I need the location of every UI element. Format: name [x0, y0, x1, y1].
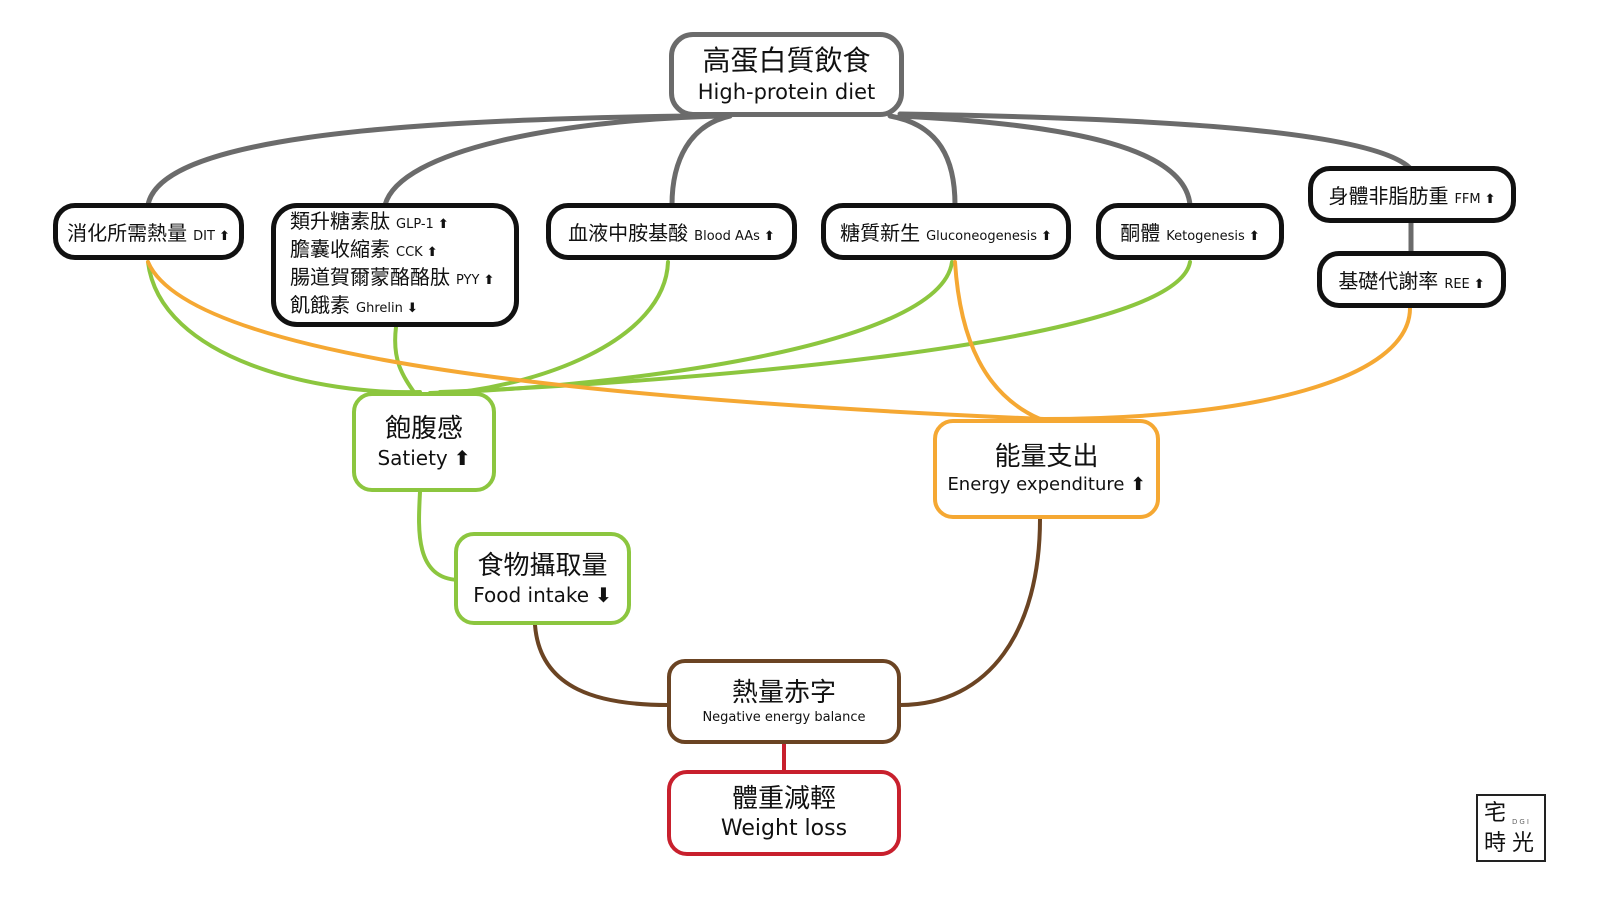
- node-high-protein-diet-zh: 高蛋白質飲食: [702, 43, 871, 77]
- hormone-en: PYY: [456, 273, 480, 288]
- link-gluco-energy: [953, 260, 1042, 421]
- ree-arrow-icon: ⬆: [1473, 277, 1485, 292]
- logo-char: 光: [1512, 831, 1535, 856]
- link-food-balance: [533, 623, 670, 707]
- logo-dgi: DGI: [1512, 818, 1531, 826]
- node-negative-energy-balance: 熱量赤字 Negative energy balance: [667, 659, 901, 744]
- food-en: Food intake: [473, 582, 590, 607]
- gluco-en: Gluconeogenesis: [926, 229, 1037, 244]
- satiety-en: Satiety: [377, 446, 448, 470]
- blood-aas-zh: 血液中胺基酸: [568, 221, 689, 245]
- arrow-up-icon: ⬆: [483, 273, 495, 288]
- logo-char: 時: [1484, 831, 1507, 856]
- gluco-arrow-icon: ⬆: [1040, 229, 1052, 244]
- weightloss-zh: 體重減輕: [731, 784, 836, 814]
- ffm-zh: 身體非脂肪重: [1328, 184, 1449, 208]
- energy-arrow-icon: ⬆: [1130, 474, 1146, 495]
- link-ree-energy: [1042, 306, 1412, 421]
- node-dit: 消化所需熱量 DIT ⬆: [53, 203, 244, 260]
- link-root-bloodaas: [669, 113, 733, 208]
- node-satiety: 飽腹感 Satiety ⬆: [352, 392, 496, 492]
- node-ketogenesis: 酮體 Ketogenesis ⬆: [1096, 203, 1284, 260]
- logo-char: 宅: [1484, 801, 1507, 826]
- weightloss-en: Weight loss: [720, 816, 848, 841]
- link-dit-energy: [146, 260, 1046, 421]
- link-root-gluco: [887, 113, 958, 208]
- satiety-arrow-icon: ⬆: [453, 446, 471, 470]
- node-weight-loss: 體重減輕 Weight loss: [667, 770, 901, 856]
- hormone-zh: 類升糖素肽: [290, 209, 390, 233]
- gluco-zh: 糖質新生: [840, 221, 921, 245]
- blood-aas-arrow-icon: ⬆: [763, 229, 775, 244]
- hormone-row: 類升糖素肽 GLP-1 ⬆: [290, 209, 449, 237]
- balance-zh: 熱量赤字: [731, 677, 836, 708]
- hormone-row: 腸道賀爾蒙酪酪肽 PYY ⬆: [290, 265, 494, 293]
- link-satiety-food: [417, 490, 460, 582]
- link-hormones-satiety: [393, 325, 418, 397]
- food-arrow-icon: ⬇: [595, 582, 612, 607]
- dit-arrow-icon: ⬆: [218, 229, 230, 244]
- node-energy-expenditure: 能量支出 Energy expenditure ⬆: [933, 419, 1160, 519]
- ffm-en: FFM: [1454, 192, 1481, 207]
- ree-en: REE: [1444, 277, 1470, 292]
- keto-en: Ketogenesis: [1166, 229, 1245, 244]
- hormone-zh: 飢餓素: [290, 293, 350, 317]
- energy-zh: 能量支出: [994, 442, 1099, 472]
- energy-en: Energy expenditure: [947, 474, 1125, 495]
- hormone-row: 飢餓素 Ghrelin ⬇: [290, 293, 418, 321]
- keto-arrow-icon: ⬆: [1248, 229, 1260, 244]
- link-dit-satiety: [146, 260, 422, 395]
- hormone-zh: 腸道賀爾蒙酪酪肽: [290, 265, 450, 289]
- blood-aas-en: Blood AAs: [694, 229, 760, 244]
- node-ffm: 身體非脂肪重 FFM ⬆: [1308, 166, 1516, 223]
- arrow-up-icon: ⬆: [437, 217, 449, 232]
- satiety-zh: 飽腹感: [384, 414, 463, 444]
- balance-en: Negative energy balance: [702, 709, 866, 725]
- hormone-en: CCK: [396, 245, 423, 260]
- food-zh: 食物攝取量: [477, 550, 608, 581]
- arrow-up-icon: ⬆: [426, 245, 438, 260]
- link-keto-satiety: [438, 260, 1192, 394]
- keto-zh: 酮體: [1120, 221, 1161, 245]
- link-root-hormones: [382, 113, 723, 208]
- link-root-dit: [145, 113, 693, 208]
- hormone-zh: 膽囊收縮素: [290, 237, 390, 261]
- link-root-keto: [897, 113, 1193, 208]
- node-ree: 基礎代謝率 REE ⬆: [1317, 251, 1506, 308]
- hormone-row: 膽囊收縮素 CCK ⬆: [290, 237, 438, 265]
- hormone-en: Ghrelin: [356, 301, 403, 316]
- dit-en: DIT: [193, 229, 215, 244]
- dit-zh: 消化所需熱量: [67, 221, 188, 245]
- node-food-intake: 食物攝取量 Food intake ⬇: [454, 532, 631, 625]
- node-hormones: 類升糖素肽 GLP-1 ⬆ 膽囊收縮素 CCK ⬆ 腸道賀爾蒙酪酪肽 PYY ⬆…: [271, 203, 519, 327]
- node-high-protein-diet-en: High-protein diet: [697, 79, 876, 104]
- ffm-arrow-icon: ⬆: [1484, 192, 1496, 207]
- hormone-en: GLP-1: [396, 217, 434, 232]
- logo-stamp: 宅 DGI 時 光: [1476, 794, 1546, 862]
- node-blood-aas: 血液中胺基酸 Blood AAs ⬆: [546, 203, 797, 260]
- link-energy-balance: [898, 517, 1042, 707]
- node-gluconeogenesis: 糖質新生 Gluconeogenesis ⬆: [821, 203, 1071, 260]
- arrow-down-icon: ⬇: [406, 301, 418, 316]
- link-root-ffm: [897, 111, 1413, 171]
- node-high-protein-diet: 高蛋白質飲食 High-protein diet: [669, 32, 904, 117]
- ree-zh: 基礎代謝率: [1338, 269, 1439, 293]
